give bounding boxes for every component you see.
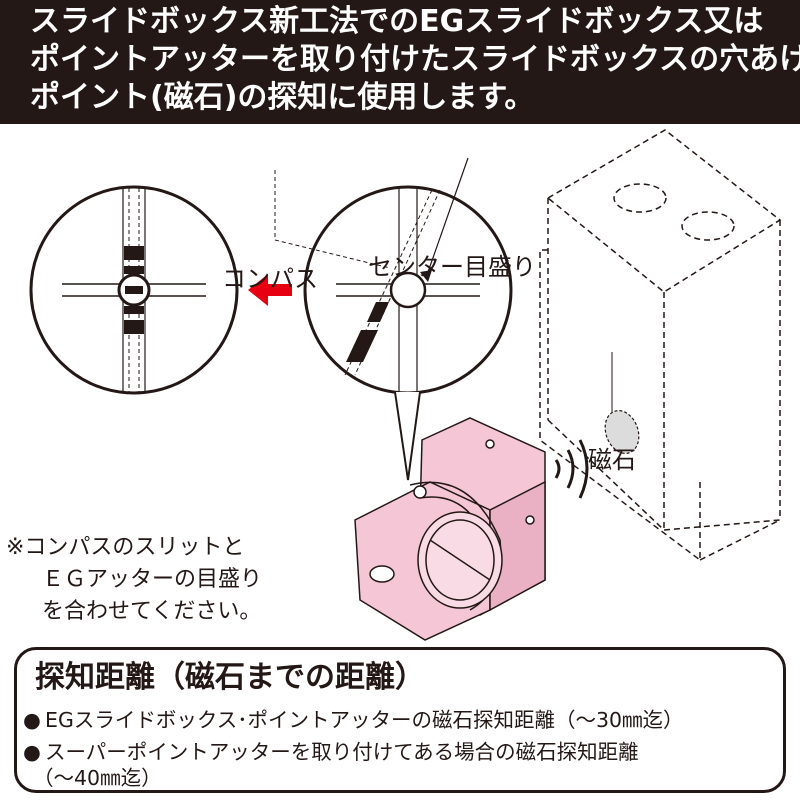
- center-scale-compass-view: [303, 185, 513, 395]
- header-line-2: ポイントアッターを取り付けたスライドボックスの穴あけ: [30, 42, 800, 77]
- red-arrow-icon: [248, 274, 292, 306]
- slide-box-outline: [539, 129, 782, 562]
- diagram-illustration: [29, 129, 782, 641]
- center-scale-label: センター目盛り: [368, 253, 536, 281]
- aligned-compass-view: [29, 185, 239, 395]
- note-line-3: を合わせてください。: [42, 599, 262, 624]
- magnet-label: 磁石: [588, 446, 636, 474]
- list-item: ●EGスライドボックス･ポイントアッターの磁石探知距離（～30㎜迄）: [23, 706, 684, 734]
- header-line-1: スライドボックス新工法でのEGスライドボックス又は: [30, 4, 764, 39]
- panel-title: 探知距離（磁石までの距離）: [35, 660, 425, 695]
- header-banner: スライドボックス新工法でのEGスライドボックス又は ポイントアッターを取り付けた…: [0, 0, 800, 124]
- compass-label: コンパス: [222, 265, 318, 293]
- note-line-2: ＥＧアッターの目盛り: [42, 567, 263, 592]
- magnet-icon: [604, 410, 640, 454]
- eg-atter-device-icon: [354, 417, 546, 641]
- header-line-3: ポイント(磁石)の探知に使用します。: [30, 80, 535, 115]
- list-item: ●スーパーポイントアッターを取り付けてある場合の磁石探知距離: [23, 738, 639, 766]
- signal-waves-icon: [554, 439, 589, 499]
- diagram: コンパス センター目盛り 磁石 ※コンパスのスリットと ＥＧアッターの目盛り を…: [0, 124, 800, 644]
- note-line-1: ※コンパスのスリットと: [6, 535, 245, 560]
- list-item-text: EGスライドボックス･ポイントアッターの磁石探知距離（～30㎜迄）: [45, 708, 684, 732]
- detection-distance-panel: 探知距離（磁石までの距離） ●EGスライドボックス･ポイントアッターの磁石探知距…: [14, 647, 786, 793]
- list-item-text: スーパーポイントアッターを取り付けてある場合の磁石探知距離: [45, 740, 639, 764]
- list-item-continued: （～40㎜迄）: [33, 766, 162, 790]
- bullet-icon: ●: [23, 740, 41, 764]
- bullet-icon: ●: [23, 708, 41, 732]
